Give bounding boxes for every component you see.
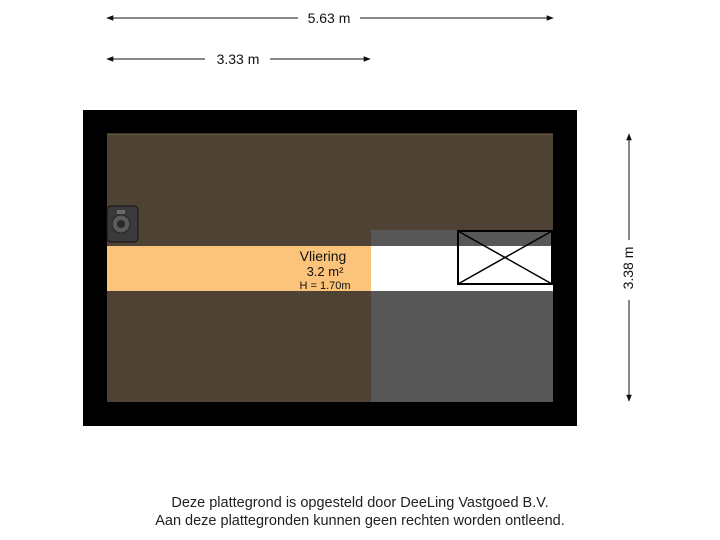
boiler-icon (106, 205, 139, 243)
room-name: Vliering (300, 248, 347, 264)
boiler-dial-center (117, 220, 125, 228)
dimension-total-width-label: 5.63 m (308, 10, 351, 26)
dimension-depth: 3.38 m (620, 133, 636, 402)
room-height: H = 1.70m (299, 280, 350, 292)
room-area: 3.2 m² (307, 264, 345, 279)
hatch-frame (457, 230, 553, 285)
disclaimer-footer: Deze plattegrond is opgesteld door DeeLi… (0, 494, 720, 530)
disclaimer-line-1: Deze plattegrond is opgesteld door DeeLi… (171, 495, 549, 511)
room-label: Vliering 3.2 m² H = 1.70m (299, 248, 350, 292)
usable-floor-strip (107, 246, 371, 291)
boiler-top-pipe (117, 210, 125, 214)
hatch-cross-line (457, 230, 553, 285)
dimension-depth-label: 3.38 m (620, 247, 636, 290)
dimension-total-width: 5.63 m (106, 10, 554, 26)
disclaimer-line-2: Aan deze plattegronden kunnen geen recht… (155, 513, 565, 529)
hatch-opening (457, 230, 553, 285)
dimension-partial-width-label: 3.33 m (217, 51, 260, 67)
dimension-partial-width: 3.33 m (106, 51, 371, 67)
